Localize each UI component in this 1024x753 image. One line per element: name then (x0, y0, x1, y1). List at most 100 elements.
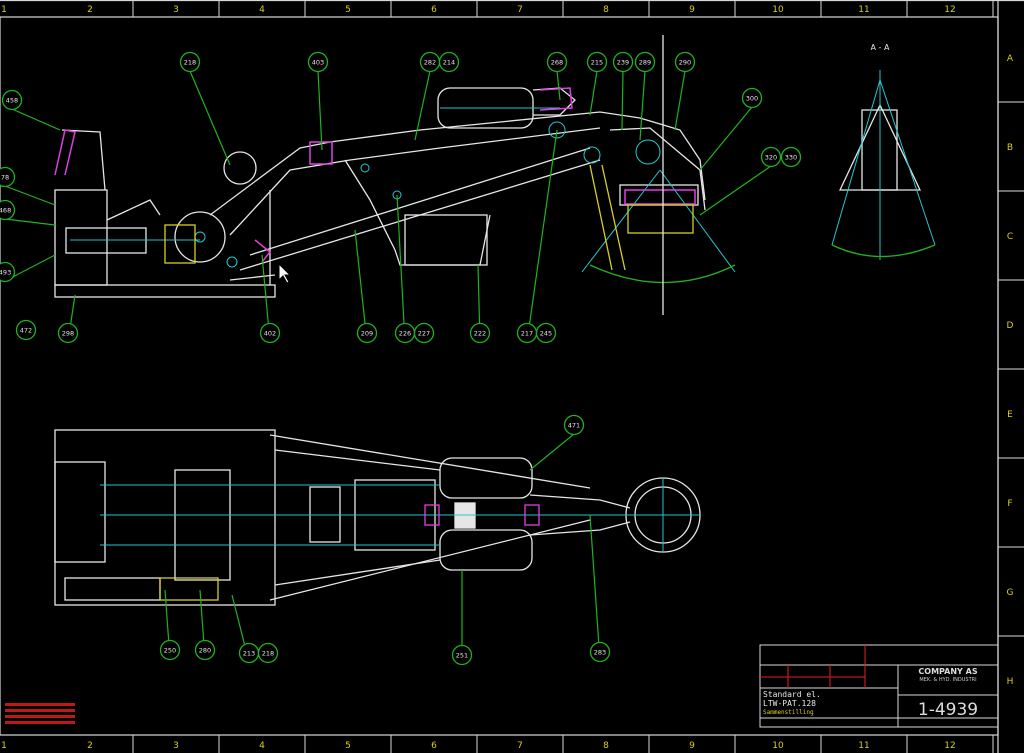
balloon-circle (257, 642, 279, 664)
part-balloon[interactable]: 471 (563, 414, 585, 436)
part-balloon[interactable]: 402 (259, 322, 281, 344)
top-view-centerlines (100, 478, 700, 552)
part-balloon[interactable]: 268 (546, 51, 568, 73)
balloon-number: 214 (443, 59, 455, 67)
part-balloon[interactable]: 209 (356, 322, 378, 344)
part-balloon[interactable]: 330 (780, 146, 802, 168)
part-balloon[interactable]: 222 (469, 322, 491, 344)
side-view-highlights (54, 87, 696, 263)
part-balloon[interactable]: 218 (179, 51, 201, 73)
balloon-circle (563, 414, 585, 436)
balloon-circle (1, 89, 23, 111)
part-balloon[interactable]: 251 (451, 644, 473, 666)
title-line-2: LTW-PAT.128 (763, 699, 816, 708)
part-balloon[interactable]: 493 (0, 261, 16, 283)
balloon-circle (0, 261, 16, 283)
column-number: 1 (1, 741, 7, 751)
part-balloon[interactable]: 239 (612, 51, 634, 73)
balloon-circle (535, 322, 557, 344)
part-balloon[interactable]: 213 (238, 642, 260, 664)
part-balloon[interactable]: 472 (15, 319, 37, 341)
balloon-circle (57, 322, 79, 344)
balloon-number: 227 (418, 330, 430, 338)
balloon-number: 290 (679, 59, 691, 67)
balloon-circle (469, 322, 491, 344)
column-number: 2 (87, 5, 93, 15)
column-number: 4 (259, 5, 265, 15)
part-balloon[interactable]: 468 (0, 199, 16, 221)
part-balloon[interactable]: 289 (634, 51, 656, 73)
balloon-number: 472 (20, 327, 32, 335)
part-balloon[interactable]: 245 (535, 322, 557, 344)
balloon-number: 245 (540, 330, 552, 338)
revision-block (5, 703, 75, 724)
balloon-circle (741, 87, 763, 109)
part-balloon[interactable]: 280 (194, 639, 216, 661)
part-balloon[interactable]: 78 (0, 166, 16, 188)
balloon-number: 468 (0, 207, 11, 215)
part-balloon[interactable]: 218 (257, 642, 279, 664)
row-letter: B (1007, 143, 1013, 153)
part-balloon[interactable]: 458 (1, 89, 23, 111)
balloon-circle (0, 166, 16, 188)
balloon-number: 289 (639, 59, 651, 67)
balloon-circle (0, 199, 16, 221)
mouse-cursor-icon (278, 262, 292, 284)
part-balloon[interactable]: 403 (307, 51, 329, 73)
part-balloon[interactable]: 226 (394, 322, 416, 344)
balloon-circle (194, 639, 216, 661)
row-letter: D (1007, 321, 1014, 331)
part-balloon[interactable]: 320 (760, 146, 782, 168)
part-balloon[interactable]: 214 (438, 51, 460, 73)
balloon-number: 268 (551, 59, 563, 67)
top-view-magenta (424, 504, 540, 526)
balloon-circle (356, 322, 378, 344)
balloon-circle (760, 146, 782, 168)
column-number: 9 (689, 5, 695, 15)
balloon-number: 78 (1, 174, 9, 182)
balloon-circle (438, 51, 460, 73)
part-balloon[interactable]: 300 (741, 87, 763, 109)
balloon-number: 222 (474, 330, 486, 338)
part-balloon[interactable]: 227 (413, 322, 435, 344)
column-number: 11 (858, 741, 869, 751)
row-letter: A (1007, 54, 1014, 64)
part-balloon[interactable]: 283 (589, 641, 611, 663)
balloon-number: 458 (6, 97, 18, 105)
column-number: 9 (689, 741, 695, 751)
part-balloon[interactable]: 298 (57, 322, 79, 344)
balloon-number: 320 (765, 154, 777, 162)
part-balloon[interactable]: 290 (674, 51, 696, 73)
balloon-number: 471 (568, 422, 580, 430)
side-view-centerlines (70, 70, 936, 273)
balloon-number: 217 (521, 330, 533, 338)
balloon-circle (159, 639, 181, 661)
column-number: 3 (173, 5, 179, 15)
part-balloon[interactable]: 250 (159, 639, 181, 661)
row-letter: H (1007, 677, 1014, 687)
balloon-circle (634, 51, 656, 73)
title-line-3: Sammenstilling (763, 709, 814, 716)
title-block (759, 644, 999, 728)
drawing-number: 1-4939 (917, 700, 979, 720)
column-number: 6 (431, 5, 437, 15)
column-number: 7 (517, 5, 523, 15)
part-balloon[interactable]: 215 (586, 51, 608, 73)
balloon-circle (780, 146, 802, 168)
balloon-circle (179, 51, 201, 73)
row-letter: E (1007, 410, 1013, 420)
part-balloon[interactable]: 217 (516, 322, 538, 344)
balloon-number: 213 (243, 650, 255, 658)
side-view-arc (589, 35, 936, 315)
balloon-circle (15, 319, 37, 341)
column-number: 6 (431, 741, 437, 751)
row-letter: C (1007, 232, 1013, 242)
column-number: 4 (259, 741, 265, 751)
part-balloon[interactable]: 282 (419, 51, 441, 73)
balloon-number: 218 (262, 650, 274, 658)
column-number: 12 (944, 741, 955, 751)
